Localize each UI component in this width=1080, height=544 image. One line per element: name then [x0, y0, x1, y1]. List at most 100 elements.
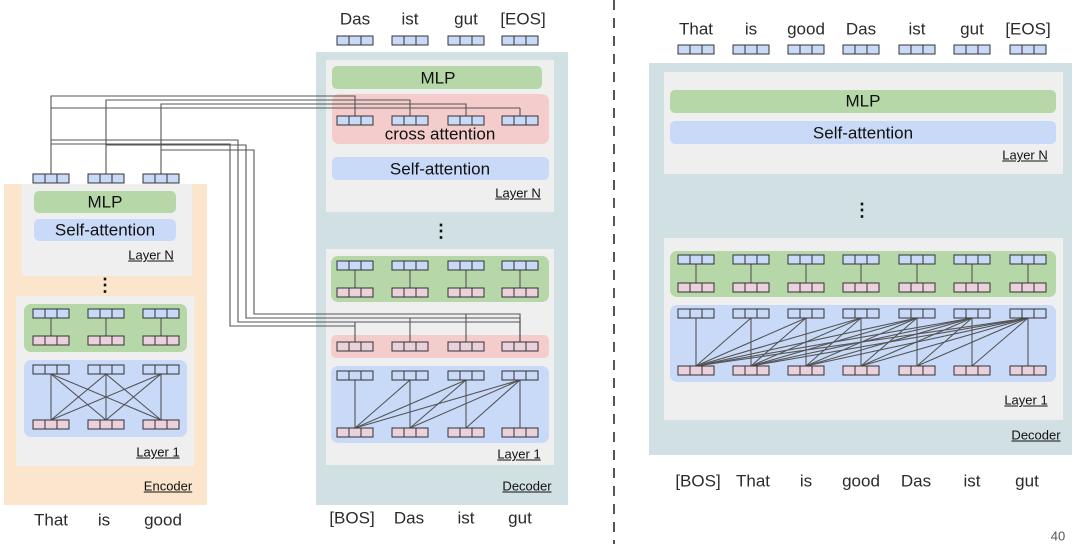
decoder-only-token-box	[842, 282, 880, 293]
decoder-self-attention-label: Self-attention	[389, 159, 491, 179]
encoder-input-token: good	[144, 510, 182, 530]
decoder-only-input-token: gut	[1015, 471, 1039, 491]
decoder-mlp-block-layer1	[331, 256, 549, 302]
encoder-token-box	[32, 335, 70, 346]
decoder-cross-token-box	[391, 341, 429, 352]
encoder-output-token-box	[87, 173, 125, 184]
decoder-input-token: [BOS]	[329, 508, 375, 528]
decoder-only-layer-n-label: Layer N	[1002, 147, 1048, 163]
decoder-only-token-box	[953, 365, 991, 376]
decoder-token-box	[336, 370, 374, 381]
encoder-attention-line	[105, 373, 162, 421]
decoder-only-token-box	[787, 254, 825, 265]
decoder-output-token: [EOS]	[500, 9, 546, 29]
decoder-cross-attention-label: cross attention	[384, 124, 496, 144]
decoder-cross-token-box	[501, 115, 539, 126]
decoder-output-token: gut	[454, 9, 478, 29]
page-number: 40	[1050, 528, 1066, 544]
decoder-cross-token-box	[336, 115, 374, 126]
connection-line	[50, 95, 356, 174]
encoder-ellipsis: ⋮	[96, 275, 114, 295]
encoder-layer-1-label: Layer 1	[136, 444, 180, 460]
decoder-self-attention-block	[332, 157, 549, 180]
decoder-mlp-label: MLP	[420, 68, 456, 88]
decoder-only-causal-attention-line	[750, 317, 807, 367]
decoder-only-causal-attention-line	[860, 317, 918, 367]
encoder-layer-n-label: Layer N	[128, 247, 174, 263]
decoder-only-token-box	[732, 282, 770, 293]
decoder-only-token-box	[898, 308, 936, 319]
decoder-only-input-token: good	[842, 471, 880, 491]
decoder-token-box	[336, 260, 374, 271]
decoder-only-causal-attention-line	[916, 317, 973, 367]
decoder-only-output-token-box	[1009, 44, 1047, 55]
decoder-cross-token-box	[391, 115, 429, 126]
encoder-token-box	[142, 419, 180, 430]
decoder-cross-token-box	[447, 341, 485, 352]
decoder-self-attention-block-layer1	[331, 366, 549, 443]
decoder-output-token-box	[501, 35, 539, 46]
encoder-token-box	[32, 364, 70, 375]
decoder-cross-token-box	[501, 341, 539, 352]
encoder-token-box	[142, 308, 180, 319]
encoder-label: Encoder	[143, 478, 193, 494]
decoder-output-token: ist	[401, 9, 419, 29]
decoder-token-box	[391, 260, 429, 271]
encoder-mlp-label: MLP	[87, 192, 123, 212]
decoder-only-token-box	[953, 282, 991, 293]
decoder-token-box	[391, 427, 429, 438]
decoder-only-token-box	[1009, 254, 1047, 265]
encoder-token-box	[87, 335, 125, 346]
decoder-only-output-token-box	[953, 44, 991, 55]
encoder-self-attention-label: Self-attention	[54, 220, 156, 240]
decoder-only-output-token-box	[842, 44, 880, 55]
decoder-token-box	[501, 427, 539, 438]
connection-line	[160, 103, 467, 174]
decoder-only-output-token: ist	[908, 19, 926, 39]
decoder-only-token-box	[898, 254, 936, 265]
decoder-causal-attention-line	[409, 379, 467, 429]
decoder-only-token-box	[842, 254, 880, 265]
encoder-token-box	[142, 335, 180, 346]
decoder-token-box	[447, 287, 485, 298]
decoder-input-token: Das	[393, 508, 425, 528]
decoder-only-token-box	[677, 365, 715, 376]
decoder-cross-attention-block-layer1	[331, 335, 549, 358]
decoder-only-causal-attention-line	[805, 317, 862, 367]
decoder-only-output-token-box	[677, 44, 715, 55]
decoder-only-causal-attention-line	[695, 317, 752, 367]
encoder-attention-line	[50, 373, 162, 421]
decoder-only-token-box	[953, 308, 991, 319]
decoder-only-token-box	[898, 365, 936, 376]
decoder-only-output-token: gut	[960, 19, 984, 39]
decoder-only-token-box	[787, 308, 825, 319]
decoder-only-self-attention-block	[670, 121, 1056, 144]
decoder-only-output-token: is	[744, 19, 758, 39]
decoder-output-token-box	[391, 35, 429, 46]
decoder-only-input-token: That	[735, 471, 771, 491]
decoder-only-token-box	[898, 282, 936, 293]
decoder-token-box	[391, 287, 429, 298]
decoder-causal-attention-line	[409, 379, 521, 429]
decoder-layer-n-label: Layer N	[495, 185, 541, 201]
connection-line	[161, 149, 521, 342]
decoder-only-causal-attention-line	[971, 317, 1029, 367]
decoder-only-token-box	[732, 365, 770, 376]
encoder-token-box	[142, 364, 180, 375]
encoder-self-attention-block	[34, 219, 176, 241]
decoder-only-self-attention-label: Self-attention	[812, 123, 914, 143]
decoder-cross-token-box	[447, 115, 485, 126]
decoder-token-box	[391, 370, 429, 381]
decoder-only-token-box	[842, 308, 880, 319]
decoder-mlp-block	[332, 66, 542, 89]
decoder-only-output-token-box	[732, 44, 770, 55]
encoder-input-token: That	[33, 510, 69, 530]
decoder-output-token-box	[447, 35, 485, 46]
decoder-only-output-token-box	[898, 44, 936, 55]
decoder-only-label: Decoder	[1011, 427, 1061, 443]
decoder-token-box	[447, 260, 485, 271]
encoder-mlp-block	[34, 191, 176, 213]
decoder-label: Decoder	[502, 478, 552, 494]
